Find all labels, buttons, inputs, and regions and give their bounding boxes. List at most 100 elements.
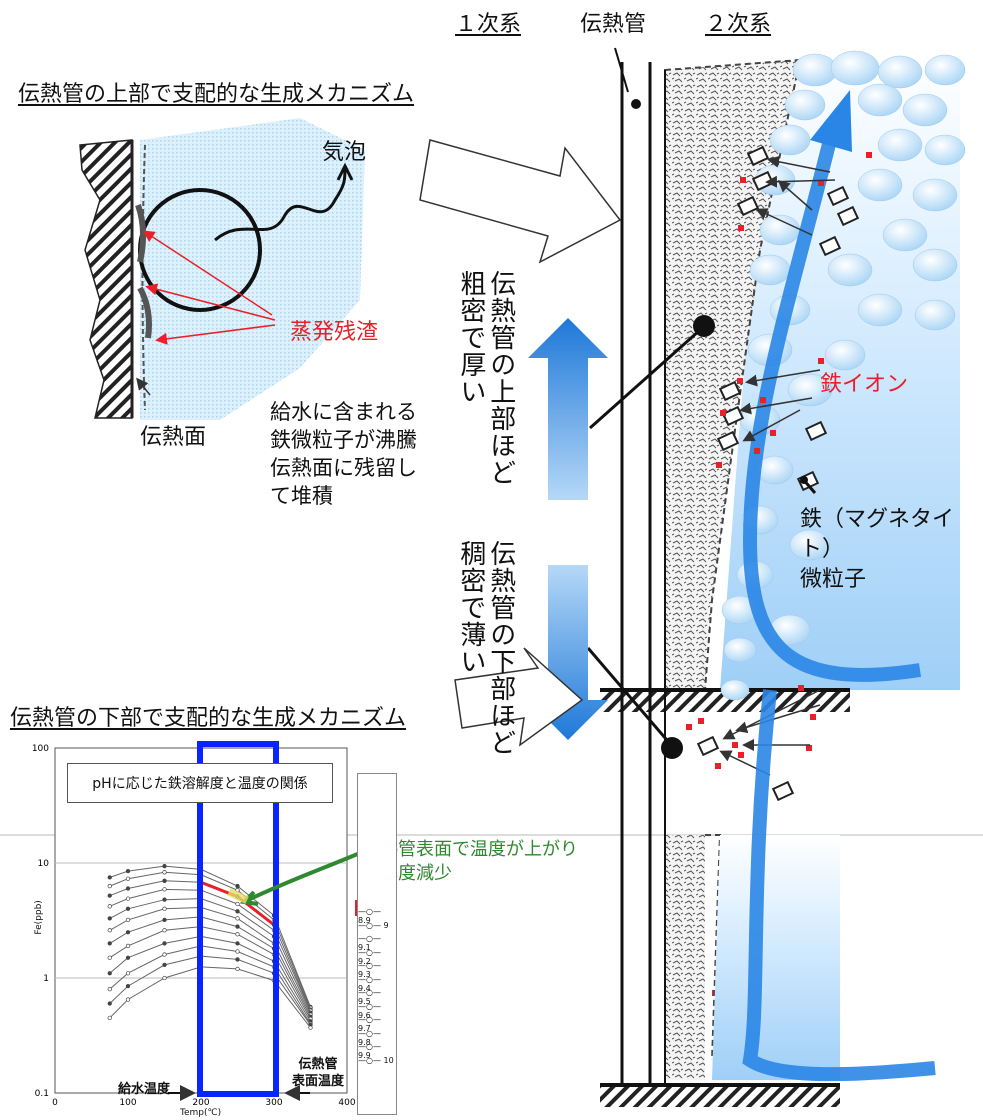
upper-mechanism-title: 伝熱管の上部で支配的な生成メカニズム [18, 82, 415, 107]
upper-thick-line: 伝熱管の上部ほど [485, 270, 516, 486]
legend-swatch: —○— [358, 961, 381, 970]
legend-swatch: —○— [358, 1015, 381, 1024]
upper-hollow-arrow [419, 139, 622, 264]
upper-thick-label: 伝熱管の上部ほど 粗密で厚い [455, 270, 516, 486]
legend-item-ph-9.4: —○— 9.4 [358, 974, 396, 993]
primary-system-label: １次系 [455, 12, 522, 37]
data-point-ph-9.6 [162, 928, 167, 933]
upper-description: 給水に含まれる 鉄微粒子が沸騰 伝熱面に残留し て堆積 [270, 398, 417, 510]
surface-temp-line: 伝熱管 [298, 1057, 338, 1072]
secondary-water [720, 55, 960, 690]
legend-label: 9.6 [358, 1010, 371, 1020]
surface-label: 伝熱面 [140, 425, 207, 450]
iron-particle-line: 微粒子 [800, 567, 867, 592]
legend-label: 8.9 [358, 916, 371, 925]
data-point-ph-9.3 [235, 909, 240, 914]
legend-item-ph-10: —○— 10 [358, 1056, 396, 1070]
iron-ion-label: 鉄イオン [820, 372, 909, 397]
chart-title: pHに応じた鉄溶解度と温度の関係 [67, 763, 333, 803]
legend-label: 9.9 [358, 1051, 371, 1060]
data-point-ph-9.7 [235, 941, 240, 946]
annotation-line: 伝熱管表面で温度が上がり [362, 839, 578, 860]
legend-swatch: —○— [358, 947, 381, 957]
legend-item-ph-8.9: —○— 8.9 [358, 907, 396, 925]
feed-temp-label: 給水温度 [118, 1082, 171, 1097]
y-tick-label: 1 [43, 974, 49, 984]
data-point-ph-9.1 [162, 878, 167, 883]
lower-mechanism-title: 伝熱管の下部で支配的な生成メカニズム [10, 706, 407, 731]
tube-lower [600, 689, 936, 1107]
lower-thin-line: 稠密で薄い [455, 540, 486, 675]
legend-swatch: —○— [358, 1001, 381, 1011]
legend-item-ph-9.7: —○— 9.7 [358, 1015, 396, 1033]
data-point-ph-9.2 [235, 901, 240, 907]
data-point-ph-10 [308, 1025, 313, 1030]
data-point-ph-9.7 [125, 955, 131, 960]
bubble-label: 気泡 [322, 140, 367, 165]
legend-label: 9.2 [358, 956, 371, 966]
lower-thin-label: 伝熱管の下部ほど 稠密で薄い [455, 540, 516, 756]
data-point-ph-9.4 [235, 916, 240, 921]
data-point-ph-9.5 [162, 917, 167, 923]
x-tick-label: 200 [192, 1098, 209, 1108]
legend-swatch: —○— [358, 1055, 384, 1065]
blue-haze [140, 118, 365, 420]
tube-label: 伝熱管 [580, 12, 647, 37]
data-point-ph-10 [162, 975, 167, 981]
data-point-ph-8.9 [107, 875, 112, 880]
chart-legend: —○— 8.9—○— 9—○— 9.1—○— 9.2—○— 9.3—○— 9.4… [357, 773, 397, 1115]
data-point-ph-9.6 [235, 932, 240, 937]
legend-label: 9.5 [358, 997, 371, 1006]
x-axis-label: Temp(℃) [180, 1108, 222, 1118]
data-point-ph-9.5 [107, 941, 112, 946]
legend-item-ph-9.5: —○— 9.5 [358, 988, 396, 1006]
legend-item-ph-9.3: —○— 9.3 [358, 961, 396, 979]
legend-item-ph-9.8: —○— 9.8 [358, 1028, 396, 1047]
flow-arrow [742, 138, 922, 682]
x-tick-label: 0 [52, 1098, 58, 1108]
steam-line [214, 167, 347, 242]
lower-thin-line: 伝熱管の下部ほど [485, 540, 516, 756]
data-point-ph-8.9 [235, 883, 240, 889]
legend-swatch: —○— [358, 934, 381, 943]
tube-wall-hatched [79, 139, 133, 419]
legend-swatch: —○— [358, 907, 381, 916]
data-point-ph-9.8 [125, 971, 131, 976]
legend-swatch: —○— [358, 974, 381, 984]
data-point-ph-9.3 [125, 906, 131, 911]
data-point-ph-9.7 [107, 971, 112, 976]
desc-line: 給水に含まれる [270, 400, 417, 424]
upper-mechanism [79, 118, 365, 420]
y-tick-label: 0.1 [35, 1089, 49, 1099]
data-point-ph-9.1 [125, 886, 131, 891]
upward-arrow [528, 318, 608, 500]
desc-line: て堆積 [270, 484, 333, 508]
data-point-ph-9 [125, 876, 131, 881]
data-point-ph-10 [125, 997, 131, 1002]
iron-particle-label: 鉄（マグネタイト） 微粒子 [800, 505, 983, 595]
legend-swatch: —○— [358, 988, 381, 997]
y-axis-label: Fe(ppb) [33, 900, 44, 935]
legend-item-ph-9.1: —○— 9.1 [358, 934, 396, 952]
data-point-ph-9.3 [162, 897, 167, 902]
data-point-ph-9.1 [107, 893, 112, 898]
data-point-ph-9.9 [125, 983, 131, 989]
data-point-ph-9.9 [162, 962, 167, 968]
data-point-ph-9.8 [107, 986, 112, 992]
secondary-system-label: ２次系 [705, 12, 772, 37]
data-point-ph-8.9 [125, 868, 131, 874]
data-point-ph-9.4 [125, 917, 131, 923]
legend-swatch: —○— [358, 1028, 381, 1038]
legend-swatch: —○— [358, 1042, 381, 1051]
tube-assembly [586, 47, 966, 1077]
legend-item-ph-9.2: —○— 9.2 [358, 947, 396, 966]
y-tick-label: 10 [38, 859, 50, 869]
data-point-ph-9.2 [125, 896, 131, 901]
data-point-ph-9.5 [125, 930, 131, 935]
residue-label: 蒸発残渣 [290, 320, 379, 345]
data-point-ph-9.9 [107, 1001, 112, 1006]
legend-label: 9.8 [358, 1037, 371, 1047]
blue-highlight-frame [197, 741, 279, 1097]
legend-label: 9.1 [358, 943, 371, 952]
